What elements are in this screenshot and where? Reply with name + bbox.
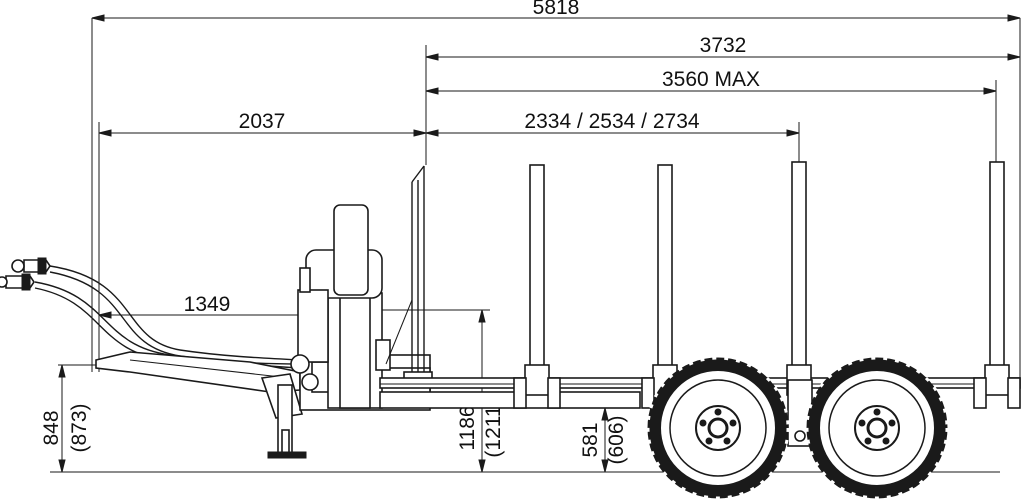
- stake-4: [973, 161, 1021, 409]
- frame-length-label: 3732: [700, 34, 747, 57]
- stake-3: [786, 161, 812, 396]
- overall-length-label: 5818: [533, 0, 580, 19]
- drawbar-to-crane-label: 2037: [239, 110, 286, 133]
- drawbar-height-label: 848: [40, 410, 63, 445]
- stake-1: [513, 164, 561, 409]
- wheel-rear: [805, 356, 949, 500]
- wheel-front: [646, 356, 790, 500]
- drawbar-height-alt-label: (873): [68, 403, 91, 452]
- axle-height-alt-label: (606): [605, 415, 628, 464]
- wheelbase-options-label: 2334 / 2534 / 2734: [524, 110, 699, 133]
- hose-couplers: [0, 257, 51, 291]
- crane-base-height-label: 1186: [456, 405, 479, 450]
- axle-height-label: 581: [579, 422, 602, 457]
- support-leg: [267, 384, 307, 459]
- max-load-length-label: 3560 MAX: [662, 68, 760, 91]
- bunk-stakes: [513, 161, 1021, 409]
- dimension-labels: 5818 3732 3560 MAX 2334 / 2534 / 2734 20…: [40, 0, 760, 465]
- crane-base-height-alt-label: (1211): [482, 398, 505, 457]
- crane-assembly: [290, 165, 433, 411]
- hose-to-column-label: 1349: [184, 293, 231, 316]
- drawbar: [95, 351, 304, 419]
